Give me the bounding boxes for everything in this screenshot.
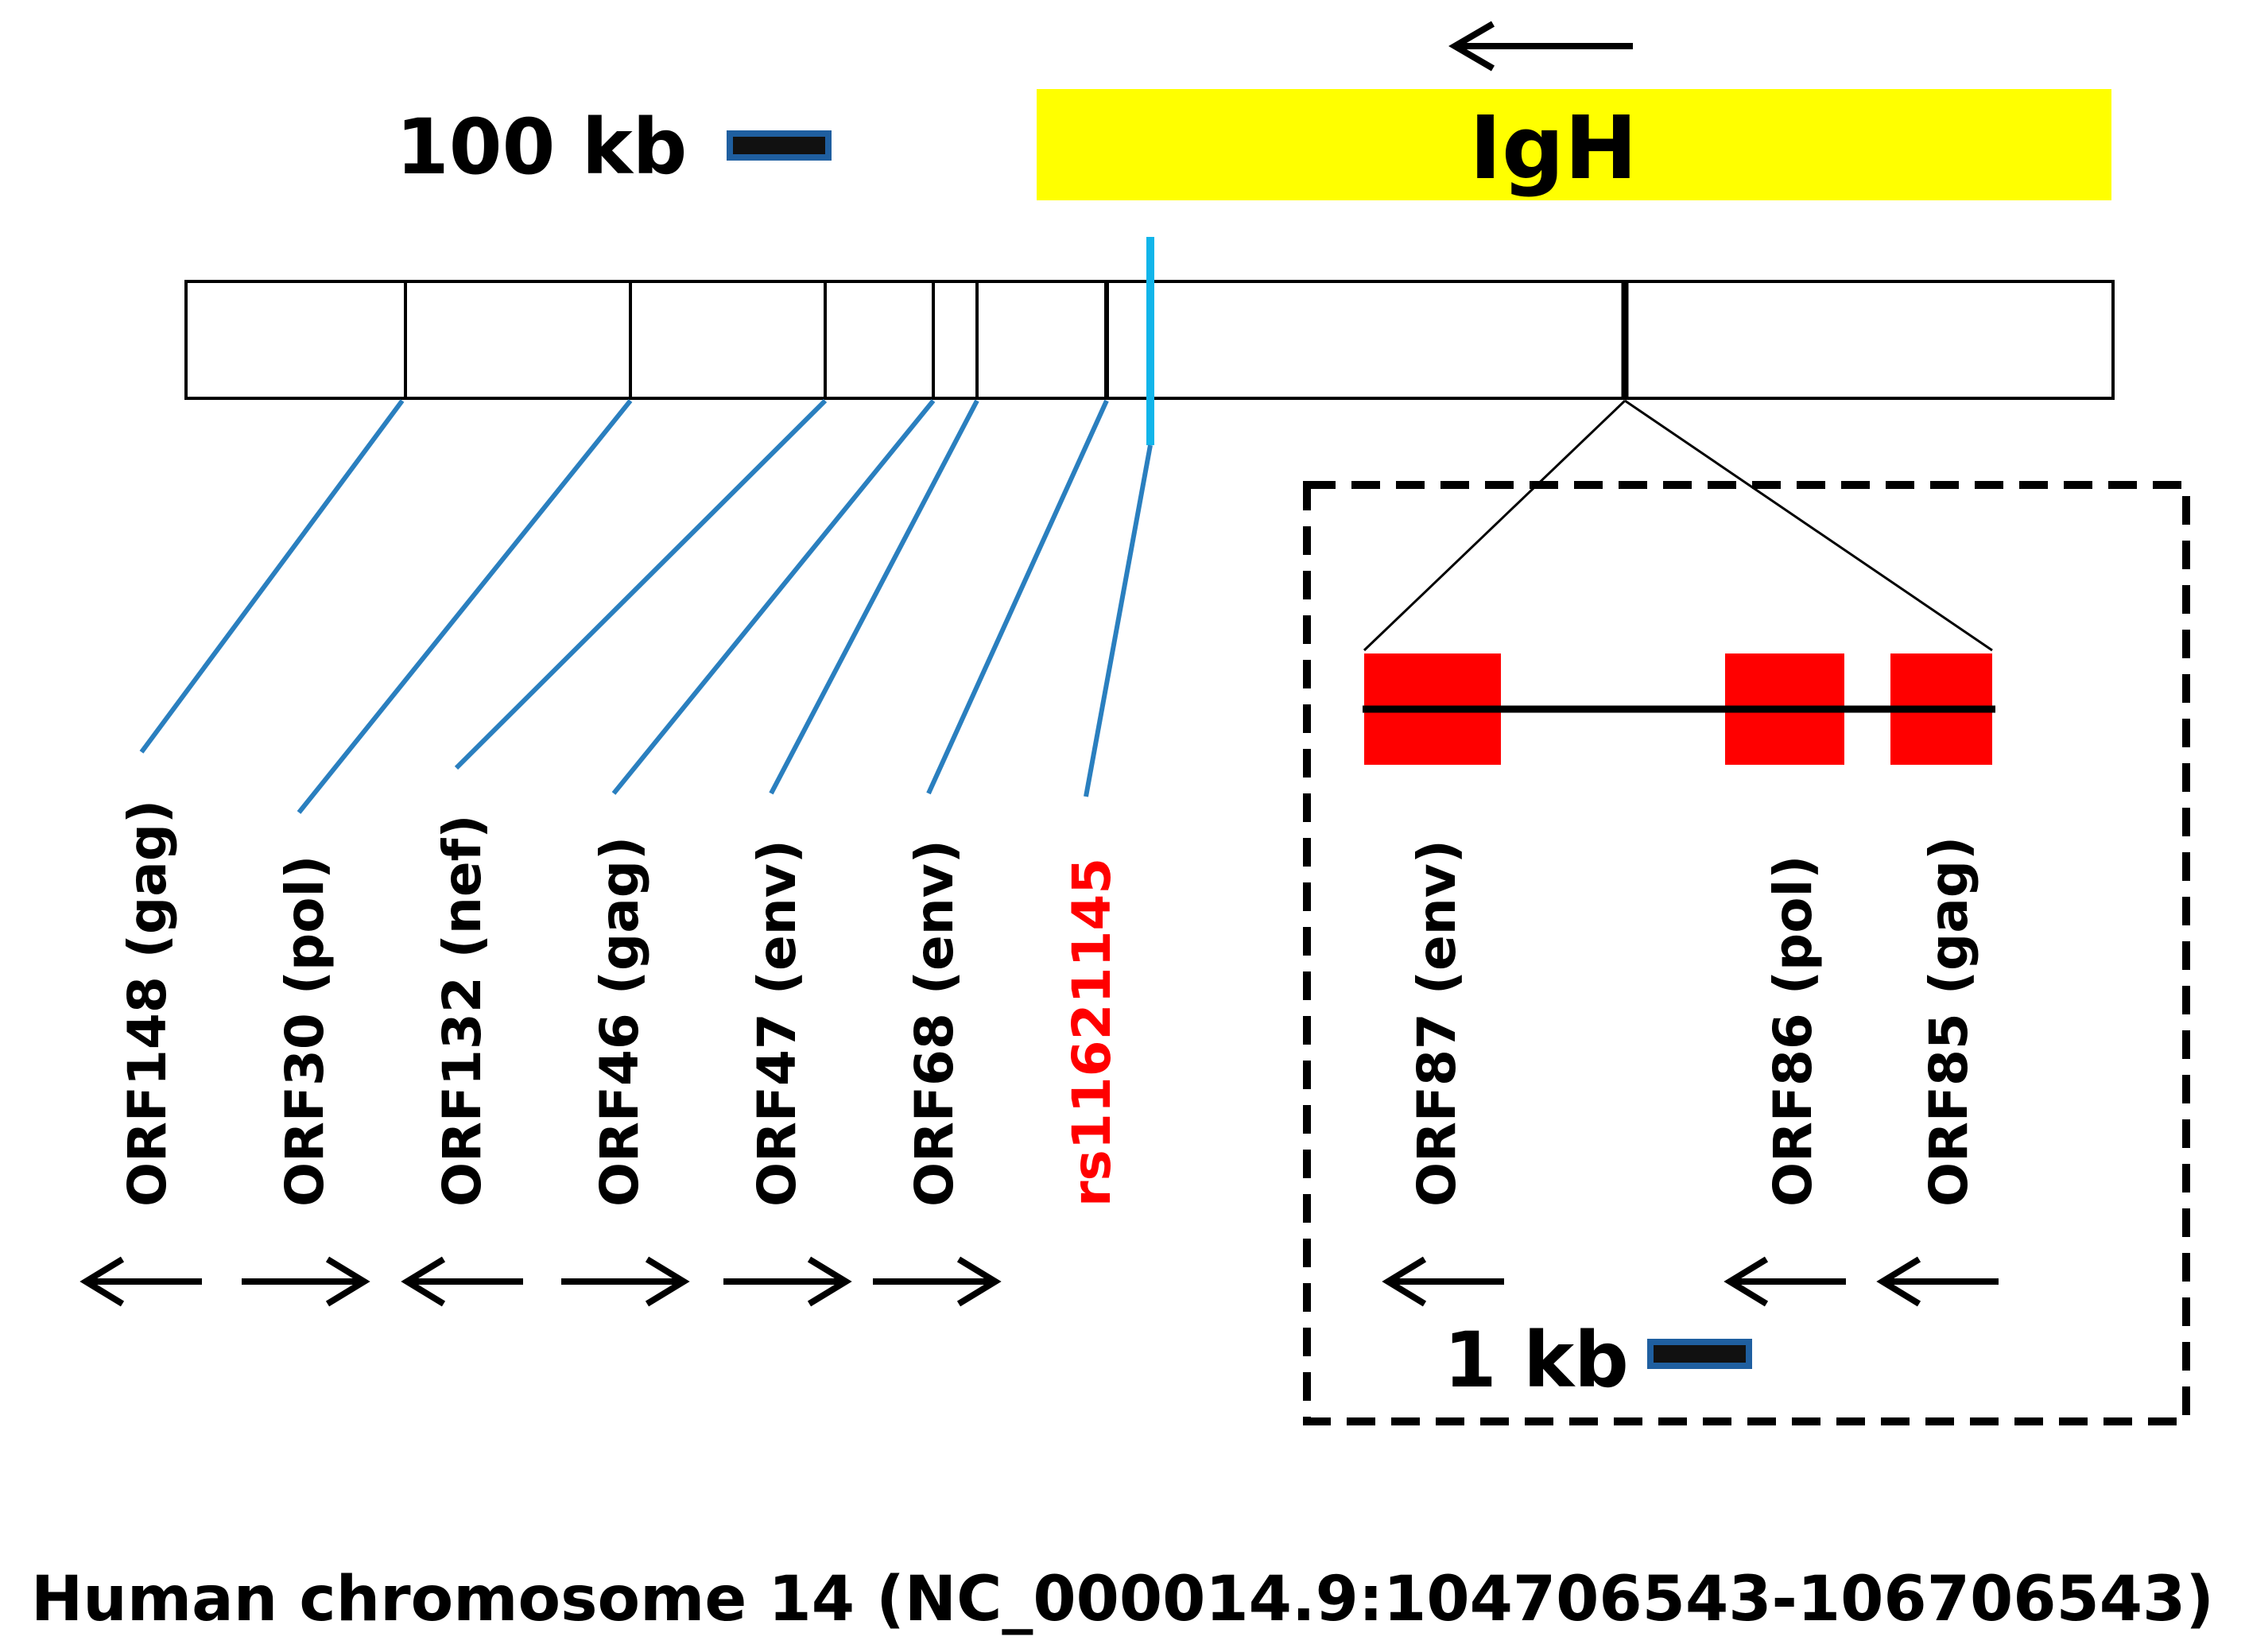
scale-bar-100kb: [727, 130, 832, 161]
inset-orf-labels: ORF87 (env) ORF86 (pol) ORF85 (gag): [1406, 836, 1979, 1207]
igh-direction-arrow: [1448, 21, 1633, 72]
orf-label: ORF47 (env): [746, 840, 808, 1207]
snp-label: rs11621145: [1061, 858, 1122, 1207]
orf-labels: ORF148 (gag) ORF30 (pol) ORF132 (nef) OR…: [117, 800, 1122, 1207]
orf148-connector: [139, 399, 405, 754]
orf-label: ORF46 (gag): [589, 836, 650, 1207]
inset-box: [1303, 481, 2190, 1425]
orf85-arrow-left: [1876, 1256, 1999, 1307]
connector-lines: [139, 398, 1153, 814]
orf87-arrow-left: [1382, 1256, 1504, 1307]
orf47-connector: [769, 399, 979, 795]
orf46-arrow-right: [561, 1256, 690, 1307]
orf68-arrow-right: [873, 1256, 1002, 1307]
orf-label: ORF132 (nef): [432, 814, 493, 1207]
igh-region: [1037, 89, 2111, 200]
scale-bar-1kb: [1647, 1339, 1752, 1369]
orf-label: ORF30 (pol): [274, 855, 335, 1207]
igh-region-label: IgH: [1469, 97, 1638, 199]
orf-label: ORF148 (gag): [117, 800, 178, 1207]
orf30-arrow-right: [242, 1256, 370, 1307]
orf47-arrow-right: [723, 1256, 852, 1307]
snp-connector: [1084, 444, 1153, 797]
orf132-connector: [454, 398, 828, 770]
orf132-arrow-left: [401, 1256, 523, 1307]
orf-ticks: [404, 281, 1629, 398]
inset-zoom-lines: [1363, 399, 1993, 652]
inset-orf-label: ORF87 (env): [1406, 840, 1468, 1207]
inset-orf-label: ORF86 (pol): [1762, 855, 1824, 1207]
orf30-connector: [297, 399, 633, 814]
inset-scale-bar-label: 1 kb: [1444, 1316, 1629, 1405]
scale-bar-label: 100 kb: [396, 103, 687, 192]
orf-direction-arrows: [79, 1256, 1002, 1307]
orf86-arrow-left: [1723, 1256, 1846, 1307]
orf-label: ORF68 (env): [904, 840, 965, 1207]
figure-caption: Human chromosome 14 (NC_000014.9:1047065…: [31, 1564, 2214, 1635]
orf68-connector: [926, 399, 1109, 795]
orf46-connector: [611, 399, 936, 795]
orf148-arrow-left: [79, 1256, 202, 1307]
inset-direction-arrows: [1382, 1256, 1999, 1307]
inset-orf-label: ORF85 (gag): [1918, 836, 1979, 1207]
